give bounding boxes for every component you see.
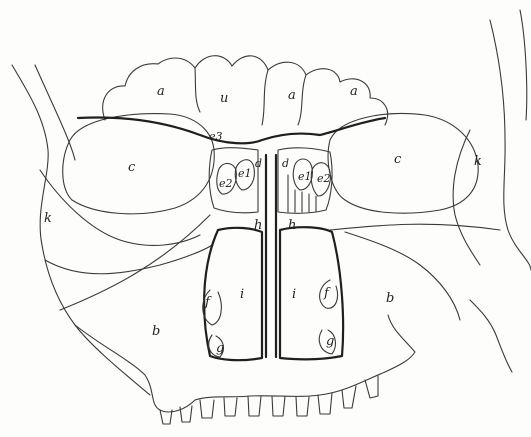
label-i-left: i	[240, 287, 244, 302]
label-g-right: g	[326, 334, 334, 349]
label-d-left: d	[255, 157, 262, 170]
label-e1-right: e1	[298, 170, 312, 183]
label-a-1: a	[157, 84, 165, 99]
label-c-right: c	[394, 152, 402, 167]
frontal-sinus-divider-1	[195, 68, 200, 112]
right-cheek-contour	[345, 232, 460, 320]
label-a-3: a	[288, 88, 296, 103]
nasal-septum	[266, 155, 276, 357]
left-long-crossing	[60, 215, 210, 310]
right-orbit	[328, 114, 478, 214]
label-f-right: f	[323, 286, 331, 301]
label-e2-left: e2	[219, 177, 233, 190]
frontal-sinus-divider-3	[298, 75, 306, 125]
label-g-left: g	[216, 341, 224, 356]
label-c-left: c	[128, 160, 136, 175]
left-orbit	[63, 114, 214, 214]
left-nasal-cavity	[204, 228, 262, 360]
label-a-2: u	[220, 91, 228, 106]
label-b-left: b	[152, 324, 160, 339]
label-b-right: b	[386, 291, 394, 306]
label-k-right: k	[474, 154, 482, 169]
label-h-left: h	[254, 218, 262, 233]
right-lower-contour	[470, 300, 512, 372]
label-d-right: d	[282, 157, 289, 170]
label-h-right: h	[288, 218, 296, 233]
right-outer-contour-2	[520, 10, 527, 120]
label-a-4: a	[350, 84, 358, 99]
frontal-sinus-outline	[103, 56, 388, 125]
label-k-left: k	[44, 211, 52, 226]
label-e2-right: e2	[317, 172, 331, 185]
right-outer-contour	[490, 20, 531, 270]
left-outer-contour-2	[35, 65, 75, 160]
left-zygoma-line-2	[45, 245, 212, 274]
label-i-right: i	[292, 287, 296, 302]
ethmoid-roof	[78, 118, 385, 144]
label-e1-left: e1	[238, 167, 252, 180]
label-f-left: f	[204, 295, 212, 310]
label-e3: e3	[209, 130, 223, 143]
teeth-row	[160, 376, 378, 424]
maxilla-outline	[75, 315, 415, 412]
right-long-crossing	[330, 224, 500, 230]
frontal-sinus-divider-2	[262, 70, 268, 125]
